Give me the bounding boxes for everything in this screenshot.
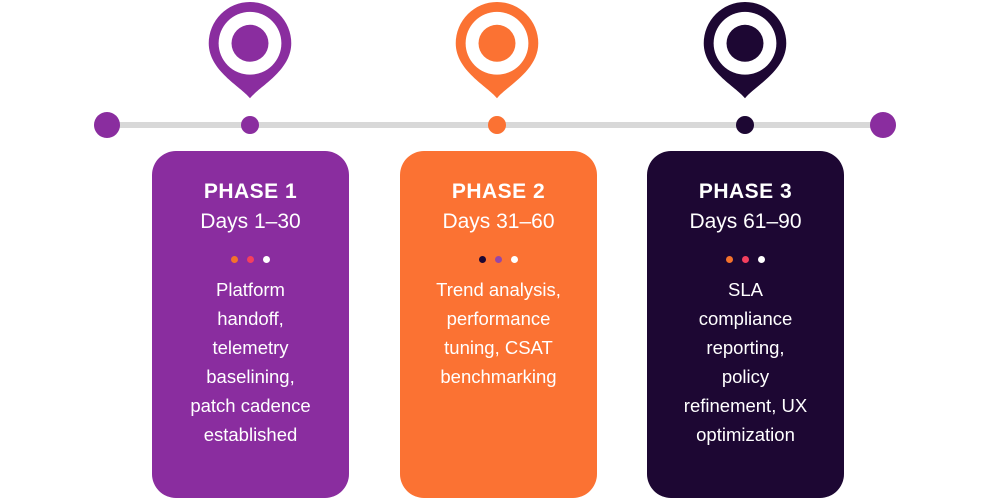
pin-core: [478, 24, 516, 62]
timeline-start-dot: [94, 112, 120, 138]
phase-days: Days 61–90: [689, 210, 802, 233]
phase-title: PHASE 1: [203, 180, 298, 203]
dot-icon: [247, 255, 254, 263]
phase-days: Days 31–60: [442, 210, 555, 233]
dot-icon: [758, 255, 765, 263]
dot-icon: [511, 255, 518, 263]
phase-card-3: PHASE 3 Days 61–90 SLA compliance report…: [647, 151, 844, 498]
phase-title: PHASE 2: [451, 180, 546, 203]
phase-dot-row: [663, 255, 828, 263]
timeline-end-dot: [870, 112, 896, 138]
dot-icon: [479, 255, 486, 263]
phase-days: Days 1–30: [200, 210, 301, 233]
map-pin-icon-phase-2: [454, 2, 540, 100]
timeline-node-dot-phase-3: [736, 116, 754, 134]
phase-title: PHASE 3: [698, 180, 793, 203]
dot-icon: [263, 255, 270, 263]
timeline-node-dot-phase-2: [488, 116, 506, 134]
phase-card-1: PHASE 1 Days 1–30 Platform handoff, tele…: [152, 151, 349, 498]
timeline-node-dot-phase-1: [241, 116, 259, 134]
dot-icon: [742, 255, 749, 263]
phase-card-2: PHASE 2 Days 31–60 Trend analysis, perfo…: [400, 151, 597, 498]
phase-description: Platform handoff, telemetry baselining, …: [190, 279, 311, 445]
phase-description: Trend analysis, performance tuning, CSAT…: [436, 279, 561, 387]
pin-core: [726, 24, 764, 62]
map-pin-icon-phase-3: [702, 2, 788, 100]
dot-icon: [231, 255, 238, 263]
map-pin-icon-phase-1: [207, 2, 293, 100]
phase-dot-row: [168, 255, 333, 263]
phase-description: SLA compliance reporting, policy refinem…: [683, 279, 808, 445]
pin-core: [231, 24, 269, 62]
phase-dot-row: [416, 255, 581, 263]
dot-icon: [495, 255, 502, 263]
dot-icon: [726, 255, 733, 263]
